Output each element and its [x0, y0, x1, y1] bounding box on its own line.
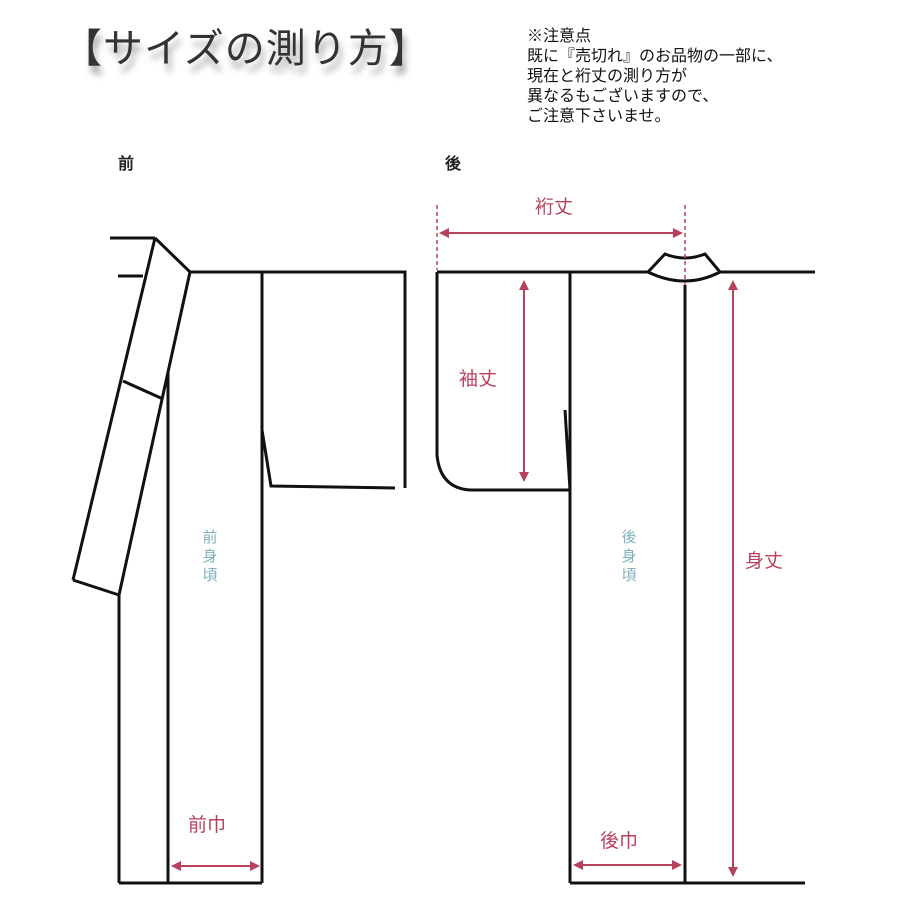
- back-panel-label: 後 身 頃: [621, 528, 637, 584]
- notice-box: ※注意点 既に『売切れ』のお品物の一部に、 現在と裄丈の測り方が 異なるもござい…: [527, 26, 783, 126]
- notice-heading: ※注意点: [527, 26, 592, 45]
- mae-haba-label: 前巾: [188, 814, 227, 836]
- yuki-guides: [436, 205, 686, 285]
- notice-line: 既に『売切れ』のお品物の一部に、: [527, 46, 783, 65]
- sode-label: 袖丈: [459, 368, 498, 390]
- mi-label: 身丈: [745, 550, 784, 572]
- front-kimono: [71, 236, 407, 885]
- ushiro-haba-label: 後巾: [600, 830, 639, 852]
- measure-arrows: [171, 228, 738, 877]
- back-kimono: [435, 252, 815, 885]
- notice-line: ご注意下さいませ。: [527, 106, 671, 125]
- front-panel-label: 前 身 頃: [202, 528, 218, 584]
- notice-line: 異なるもございますので、: [527, 86, 719, 105]
- yuki-label: 裄丈: [535, 196, 574, 218]
- notice-line: 現在と裄丈の測り方が: [527, 66, 688, 85]
- page-title: 【サイズの測り方】: [62, 26, 430, 72]
